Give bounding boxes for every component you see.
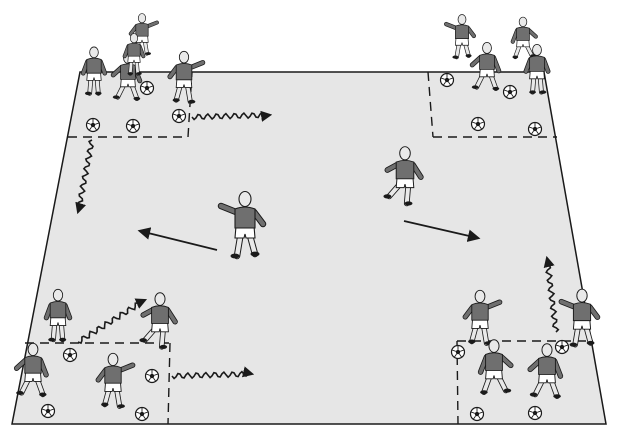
soccer-ball-icon — [504, 86, 517, 99]
soccer-ball-icon — [64, 349, 77, 362]
soccer-ball-icon — [529, 407, 542, 420]
field — [12, 72, 606, 424]
player-top-right-1 — [446, 15, 474, 59]
soccer-ball-icon — [472, 118, 485, 131]
soccer-ball-icon — [173, 110, 186, 123]
soccer-ball-icon — [556, 341, 569, 354]
soccer-ball-icon — [42, 405, 55, 418]
soccer-ball-icon — [146, 370, 159, 383]
soccer-ball-icon — [141, 82, 154, 95]
soccer-ball-icon — [87, 119, 100, 132]
soccer-ball-icon — [471, 408, 484, 421]
soccer-ball-icon — [127, 120, 140, 133]
soccer-ball-icon — [136, 408, 149, 421]
soccer-ball-icon — [452, 346, 465, 359]
soccer-ball-icon — [441, 74, 454, 87]
soccer-ball-icon — [529, 123, 542, 136]
